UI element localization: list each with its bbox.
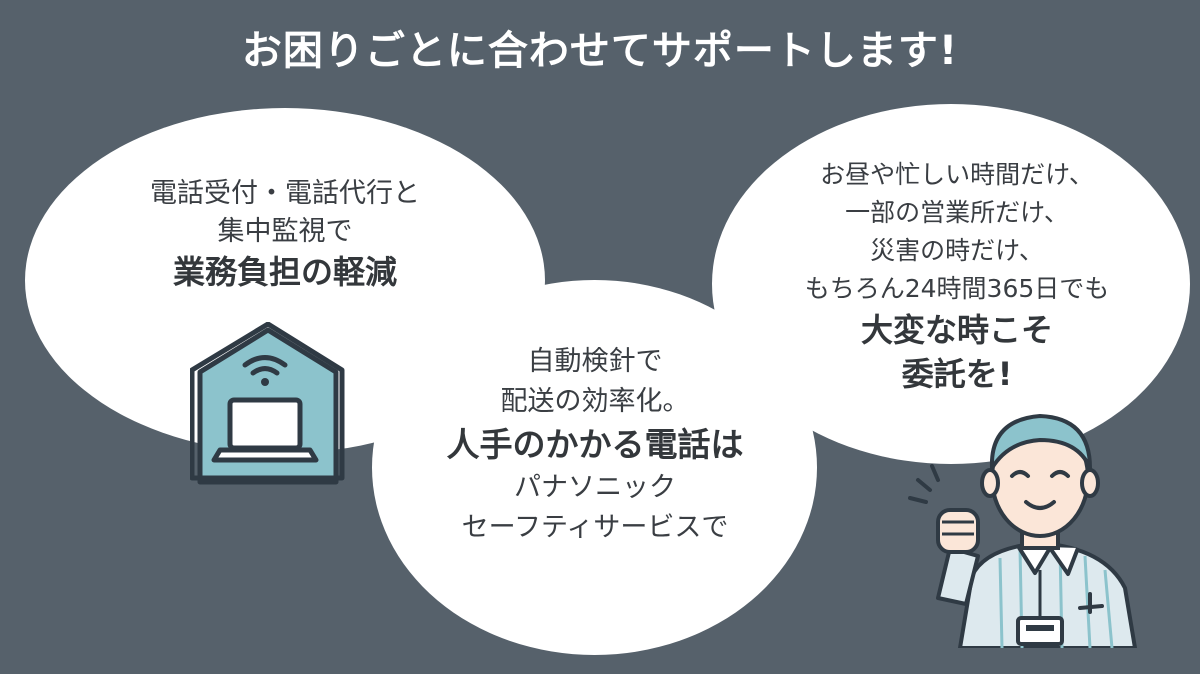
center-line-3: パナソニック: [514, 472, 676, 503]
left-line-2: 集中監視で: [217, 216, 353, 247]
right-emphasis-2: 委託を!: [901, 355, 1013, 393]
center-emphasis: 人手のかかる電話は: [446, 425, 744, 464]
center-line-1: 自動検針で: [527, 346, 663, 377]
right-line-1: お昼や忙しい時間だけ、: [820, 160, 1094, 189]
center-line-4: セーフティサービスで: [461, 512, 729, 543]
center-bubble-text: 自動検針で 配送の効率化。 人手のかかる電話は パナソニック セーフティサービス…: [400, 342, 790, 548]
right-line-2: 一部の営業所だけ、: [845, 198, 1069, 227]
right-line-4: もちろん24時間365日でも: [804, 274, 1110, 303]
page-title: お困りごとに合わせてサポートします!: [241, 28, 959, 74]
right-bubble-text: お昼や忙しい時間だけ、 一部の営業所だけ、 災害の時だけ、 もちろん24時間36…: [742, 156, 1172, 396]
center-line-2: 配送の効率化。: [500, 386, 690, 417]
left-bubble-text: 電話受付・電話代行と 集中監視で 業務負担の軽減: [70, 175, 500, 293]
smiling-staff-fist-pump-icon: [908, 414, 1137, 648]
right-emphasis-1: 大変な時こそ: [860, 311, 1053, 349]
right-line-3: 災害の時だけ、: [870, 236, 1044, 265]
left-line-1: 電話受付・電話代行と: [150, 178, 420, 209]
house-laptop-wifi-icon: [190, 322, 345, 485]
speech-bubble-center: [372, 280, 817, 655]
left-emphasis: 業務負担の軽減: [172, 253, 397, 291]
